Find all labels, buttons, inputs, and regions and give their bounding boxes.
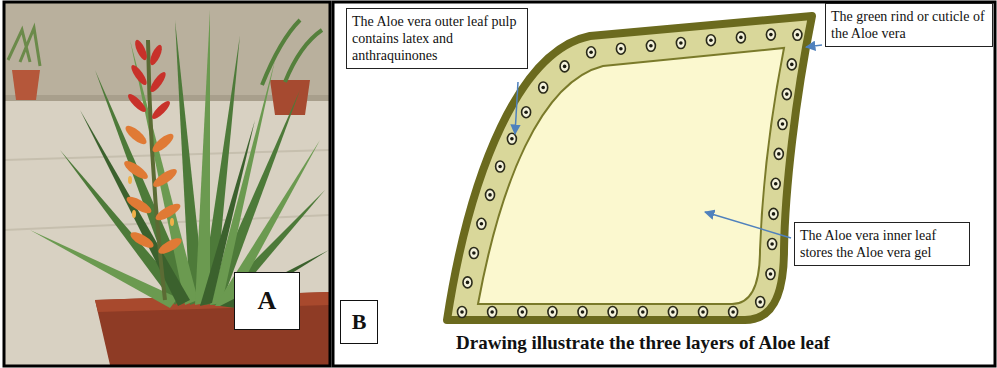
cell-dot [706, 35, 715, 46]
panel-letter: A [258, 287, 277, 316]
callout-text: The Aloe vera inner leaf stores the Aloe… [800, 227, 964, 261]
cell-nucleus [774, 182, 778, 186]
cell-nucleus [466, 281, 470, 285]
cell-nucleus [769, 33, 773, 37]
cell-dot [469, 248, 478, 259]
cell-nucleus [790, 63, 794, 67]
cell-nucleus [785, 92, 789, 96]
cell-nucleus [510, 137, 514, 141]
cell-dot [539, 82, 548, 93]
cell-nucleus [498, 165, 502, 169]
cell-nucleus [480, 222, 484, 226]
cell-nucleus [541, 86, 545, 90]
cell-dot [771, 178, 780, 189]
cell-nucleus [521, 310, 525, 314]
cell-nucleus [758, 300, 762, 304]
cell-dot [774, 148, 783, 159]
cell-nucleus [679, 41, 683, 45]
cell-dot [668, 307, 677, 318]
cell-dot [518, 307, 527, 318]
cell-dot [507, 133, 516, 144]
callout-box: The Aloe vera outer leaf pulp contains l… [346, 8, 528, 69]
cell-nucleus [589, 51, 593, 55]
callout-text: The green rind or cuticle of the Aloe ve… [831, 8, 987, 42]
cell-nucleus [770, 242, 774, 246]
cell-dot [778, 119, 787, 130]
cell-nucleus [490, 310, 494, 314]
cell-nucleus [581, 310, 585, 314]
cell-nucleus [781, 122, 785, 126]
cell-nucleus [649, 44, 653, 48]
callout-box: The Aloe vera inner leaf stores the Aloe… [794, 222, 970, 266]
cell-dot [646, 40, 655, 51]
cell-dot [522, 107, 531, 118]
cell-nucleus [472, 251, 476, 255]
aloe-photo [5, 3, 329, 365]
cell-nucleus [796, 33, 800, 37]
cell-nucleus [671, 310, 675, 314]
figure-caption: Drawing illustrate the three layers of A… [456, 332, 830, 354]
cell-dot [587, 47, 596, 58]
cell-nucleus [460, 310, 464, 314]
panel-label: B [340, 300, 378, 344]
cell-nucleus [701, 310, 705, 314]
cell-dot [768, 239, 777, 250]
panel-label: A [234, 272, 300, 330]
cell-nucleus [641, 310, 645, 314]
cell-nucleus [611, 310, 615, 314]
cell-dot [766, 269, 775, 280]
panel-letter: B [352, 310, 367, 334]
callout-box: The green rind or cuticle of the Aloe ve… [825, 3, 993, 47]
cell-nucleus [551, 310, 555, 314]
cell-dot [782, 89, 791, 100]
cell-dot [463, 277, 472, 288]
cell-dot [496, 161, 505, 172]
cell-nucleus [709, 38, 713, 42]
cell-nucleus [772, 212, 776, 216]
cell-dot [560, 61, 569, 72]
cell-dot [477, 218, 486, 229]
cell-nucleus [777, 152, 781, 156]
cell-nucleus [769, 272, 773, 276]
cell-dot [458, 307, 467, 318]
cell-dot [766, 29, 775, 40]
cell-dot [578, 307, 587, 318]
cell-nucleus [488, 193, 492, 197]
cell-nucleus [731, 310, 735, 314]
cell-dot [616, 43, 625, 54]
cell-dot [548, 307, 557, 318]
cell-nucleus [524, 110, 528, 114]
panel-frame [4, 2, 330, 366]
cell-dot [787, 59, 796, 70]
panel-frame [333, 2, 995, 366]
cell-nucleus [619, 47, 623, 51]
cell-dot [736, 32, 745, 43]
cell-dot [638, 307, 647, 318]
cell-dot [488, 307, 497, 318]
cell-nucleus [563, 65, 567, 69]
cell-dot [608, 307, 617, 318]
cell-dot [676, 38, 685, 49]
leader-arrow [515, 45, 822, 238]
cell-dot [793, 29, 802, 40]
cell-dot [769, 208, 778, 219]
cell-dot [756, 297, 765, 308]
callout-text: The Aloe vera outer leaf pulp contains l… [352, 13, 522, 64]
cell-dot [486, 189, 495, 200]
cell-dot [729, 307, 738, 318]
cell-nucleus [739, 36, 743, 40]
cell-dot [699, 307, 708, 318]
